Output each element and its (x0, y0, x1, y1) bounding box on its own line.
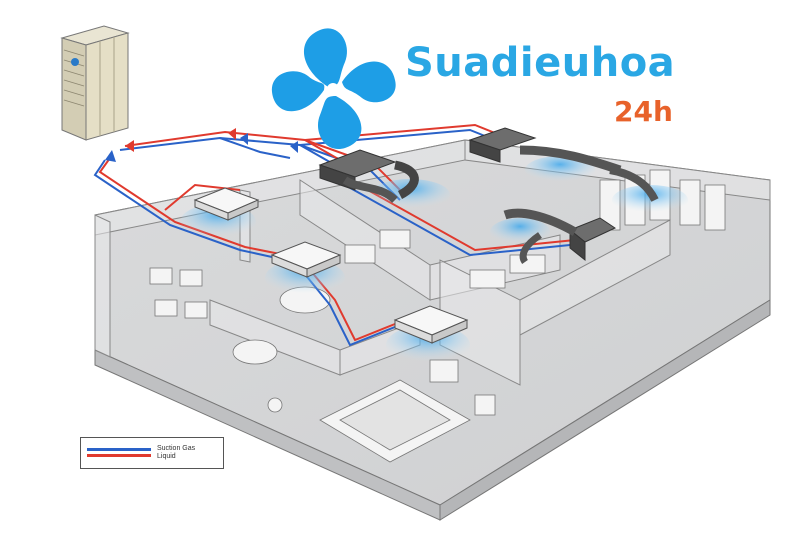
brand-name: Suadieuhoa (405, 40, 676, 86)
ducted-indoor-unit-icon (468, 127, 659, 202)
ceiling-cassette-unit-icon (193, 187, 260, 221)
legend-swatch-liquid (87, 454, 151, 457)
brand-suffix: 24h (614, 95, 673, 128)
fan-swirl-icon (271, 28, 396, 150)
ceiling-cassette-unit-icon (393, 305, 469, 344)
pipe-legend: Suction Gas Liquid (80, 437, 224, 469)
legend-label-suction: Suction Gas (157, 445, 196, 452)
outdoor-condenser-unit-icon (60, 25, 130, 141)
ducted-indoor-unit-icon (318, 149, 419, 204)
legend-swatch-suction (87, 448, 151, 451)
ducted-indoor-unit-icon (503, 208, 617, 265)
ceiling-cassette-unit-icon (270, 241, 342, 278)
flow-arrows (105, 128, 298, 162)
legend-label-liquid: Liquid (157, 453, 176, 460)
office-furniture (149, 169, 726, 463)
